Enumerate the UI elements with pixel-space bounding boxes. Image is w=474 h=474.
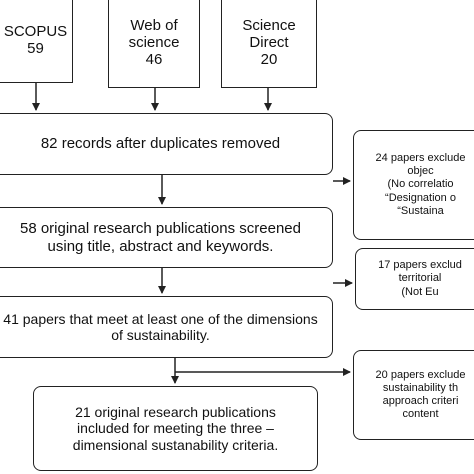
- exclusion-2-line2: territorial: [398, 272, 442, 285]
- step-included-line3: dimensional sustanability criteria.: [72, 436, 279, 453]
- exclusion-1-line3: (No correlatio: [387, 178, 454, 191]
- exclusion-3-line3: approach criteri: [382, 395, 459, 407]
- step-dimensions: 41 papers that meet at least one of the …: [0, 296, 333, 358]
- exclusion-1-line4: “Designation o: [385, 191, 456, 204]
- exclusion-2-line3: (Not Eu: [401, 285, 439, 298]
- source-scopus: SCOPUS 59: [0, 0, 73, 83]
- step-included-line1: 21 original research publications: [75, 404, 276, 421]
- source-scopus-line: SCOPUS: [3, 22, 68, 40]
- source-sd-line2: Direct: [249, 33, 289, 51]
- source-sd-line1: Science: [242, 16, 296, 34]
- step-screened: 58 original research publications screen…: [0, 207, 333, 268]
- exclusion-1-line2: objec: [407, 165, 434, 178]
- source-scopus-count: 59: [27, 40, 44, 57]
- step-screened-line2: using title, abstract and keywords.: [47, 237, 274, 255]
- step-included: 21 original research publications includ…: [33, 386, 318, 471]
- source-wos-count: 46: [145, 51, 163, 69]
- source-science-direct: Science Direct 20: [221, 0, 317, 88]
- exclusion-2-line1: 17 papers exclud: [378, 259, 462, 272]
- exclusion-3-line2: sustainability th: [382, 381, 459, 394]
- step-screened-line1: 58 original research publications screen…: [19, 220, 301, 238]
- step-dimensions-line1: 41 papers that meet at least one of the …: [3, 310, 318, 327]
- exclusion-3-line4: content: [402, 408, 439, 421]
- source-wos-line2: science: [128, 33, 180, 51]
- step-records-text: 82 records after duplicates removed: [40, 135, 281, 153]
- step-records: 82 records after duplicates removed: [0, 113, 333, 175]
- exclusion-box-1: 24 papers exclude objec (No correlatio “…: [353, 130, 474, 240]
- exclusion-3-line1: 20 papers exclude: [375, 368, 466, 381]
- source-web-of-science: Web of science 46: [108, 0, 200, 88]
- step-included-line2: included for meeting the three –: [77, 420, 274, 437]
- exclusion-1-line1: 24 papers exclude: [375, 152, 466, 165]
- source-sd-count: 20: [260, 51, 278, 69]
- exclusion-box-3: 20 papers exclude sustainability th appr…: [353, 350, 474, 440]
- exclusion-1-line5: “Sustaina: [397, 204, 444, 217]
- step-dimensions-line2: of sustainability.: [111, 327, 210, 343]
- exclusion-box-2: 17 papers exclud territorial (Not Eu: [355, 248, 474, 310]
- source-wos-line1: Web of: [130, 16, 178, 34]
